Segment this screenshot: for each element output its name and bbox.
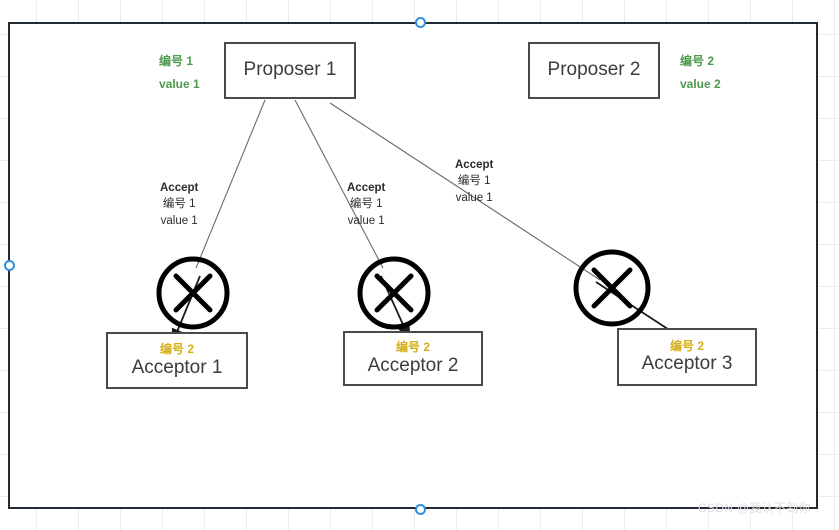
accept-2-line3: value 1 xyxy=(347,214,385,227)
acceptor-3-tag: 编号 2 xyxy=(669,338,704,353)
accept-3-line2: 编号 1 xyxy=(457,175,491,188)
accept-1-line3: value 1 xyxy=(160,214,198,227)
reject-marker-1 xyxy=(152,252,234,339)
message-label-accept-2: Accept 编号 1 value 1 xyxy=(347,180,385,229)
message-label-accept-1: Accept 编号 1 value 1 xyxy=(160,180,198,229)
proposer-2-label: Proposer 2 xyxy=(547,59,641,81)
node-proposer-1[interactable]: Proposer 1 xyxy=(224,42,356,99)
accept-3-header: Accept xyxy=(455,159,494,171)
accept-1-line2: 编号 1 xyxy=(162,198,196,211)
reject-marker-3 xyxy=(569,245,655,336)
acceptor-1-label: Acceptor 1 xyxy=(131,356,223,378)
reject-marker-2 xyxy=(353,252,435,339)
annotation-proposer-1-line1: 编号 1 xyxy=(159,54,194,68)
proposer-1-label: Proposer 1 xyxy=(243,59,337,81)
circle-x-icon xyxy=(156,256,230,330)
acceptor-2-label: Acceptor 2 xyxy=(367,354,459,376)
circle-x-icon xyxy=(573,249,651,327)
annotation-proposer-1: 编号 1 value 1 xyxy=(159,55,200,90)
acceptor-1-tag: 编号 2 xyxy=(159,342,194,357)
accept-1-header: Accept xyxy=(160,182,199,194)
node-proposer-2[interactable]: Proposer 2 xyxy=(528,42,660,99)
accept-2-line2: 编号 1 xyxy=(349,198,383,211)
acceptor-2-tag: 编号 2 xyxy=(395,340,430,355)
accept-3-line3: value 1 xyxy=(455,191,493,204)
annotation-proposer-2-line1: 编号 2 xyxy=(680,54,715,68)
wire-proposer1-acceptor2 xyxy=(294,99,384,269)
node-acceptor-1[interactable]: 编号 2 Acceptor 1 xyxy=(106,332,248,389)
circle-x-icon xyxy=(357,256,431,330)
node-acceptor-2[interactable]: 编号 2 Acceptor 2 xyxy=(343,331,483,386)
wire-proposer1-acceptor1 xyxy=(195,99,266,269)
annotation-proposer-2: 编号 2 value 2 xyxy=(680,55,721,90)
node-acceptor-3[interactable]: 编号 2 Acceptor 3 xyxy=(617,328,757,386)
selection-handle-bottom[interactable] xyxy=(415,504,426,515)
annotation-proposer-1-line2: value 1 xyxy=(159,77,200,91)
selection-handle-top[interactable] xyxy=(415,17,426,28)
accept-2-header: Accept xyxy=(347,182,386,194)
acceptor-3-label: Acceptor 3 xyxy=(641,353,733,375)
watermark: CSDN @我认不到你 xyxy=(698,501,811,515)
selection-handle-left[interactable] xyxy=(4,260,15,271)
message-label-accept-3: Accept 编号 1 value 1 xyxy=(455,157,493,206)
annotation-proposer-2-line2: value 2 xyxy=(680,77,721,91)
wire-proposer1-acceptor3 xyxy=(329,102,601,281)
